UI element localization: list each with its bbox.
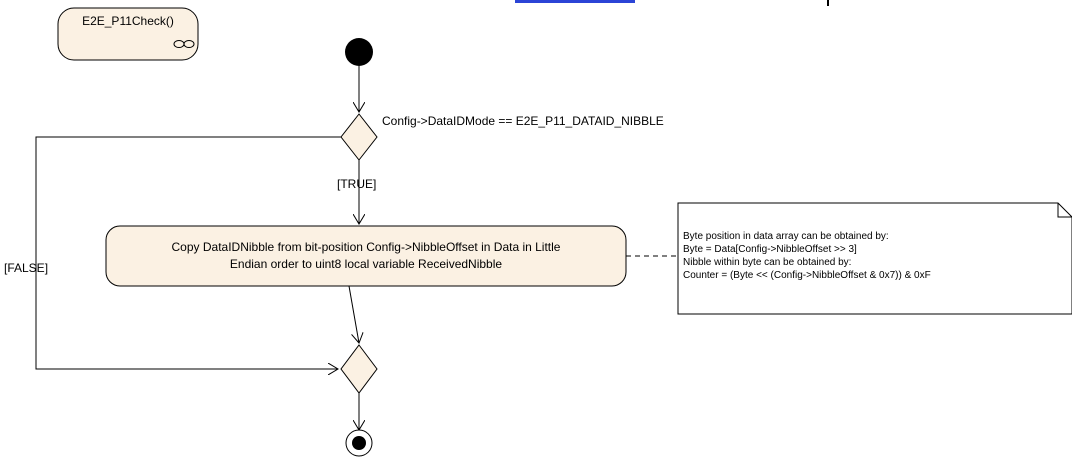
action-label-line-2: Endian order to uint8 local variable Rec… [229,257,503,271]
note-line-1: Byte position in data array can be obtai… [683,231,889,242]
guard-true-label: [TRUE] [337,177,377,191]
merge-node [340,344,378,394]
activity-link-icon [173,40,195,48]
action-label-line-1: Copy DataIDNibble from bit-position Conf… [171,240,561,254]
note-box [677,202,1072,315]
note-text: Byte position in data array can be obtai… [683,230,1063,282]
top-link-fragment [515,0,635,3]
note-line-3: Nibble within byte can be obtained by: [683,257,852,268]
flow-false [35,136,341,369]
final-node [345,429,373,457]
initial-node [345,38,373,66]
action-label: Copy DataIDNibble from bit-position Conf… [106,226,626,286]
top-tick-fragment [827,0,829,6]
decision-condition-label: Config->DataIDMode == E2E_P11_DATAID_NIB… [382,114,664,128]
note-line-4: Counter = (Byte << (Config->NibbleOffset… [683,270,931,281]
note-line-2: Byte = Data[Config->NibbleOffset >> 3] [683,244,857,255]
activity-frame [57,7,199,61]
note-fold [1057,203,1072,218]
guard-false-label: [FALSE] [4,261,49,275]
activity-title: E2E_P11Check() [82,14,174,28]
decision-node [340,113,378,161]
flow-action-to-merge [348,285,359,343]
